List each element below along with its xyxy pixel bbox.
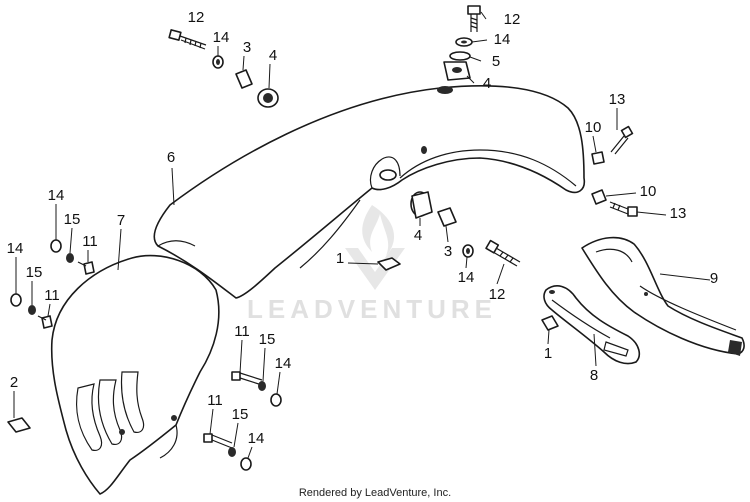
callout-14: 14	[48, 187, 65, 204]
nut-1-right	[541, 315, 559, 331]
callout-3: 3	[243, 39, 251, 56]
grommet-4-center	[410, 191, 433, 219]
spacer-3-top	[235, 69, 253, 89]
washer-14-left-lower	[10, 293, 22, 307]
grommet-4-top	[257, 88, 279, 108]
callout-14: 14	[458, 269, 475, 286]
callout-12: 12	[188, 9, 205, 26]
spacer-5	[449, 51, 471, 61]
nut-2	[7, 417, 31, 433]
bracket-8	[543, 285, 641, 365]
rear-fender	[153, 84, 586, 299]
bolt-13-lower	[609, 201, 638, 217]
washer-15-center-lower	[228, 447, 236, 457]
callout-4: 4	[269, 47, 277, 64]
callout-15: 15	[232, 406, 249, 423]
bolt-12-top-left	[168, 29, 207, 50]
nut-10-lower	[591, 189, 607, 205]
bolt-11-left-upper	[77, 261, 95, 275]
washer-15-left-upper	[66, 253, 74, 263]
callout-5: 5	[492, 53, 500, 70]
callout-12: 12	[489, 286, 506, 303]
callout-4: 4	[483, 75, 491, 92]
nut-14-center	[462, 244, 474, 258]
callout-1: 1	[544, 345, 552, 362]
callout-13: 13	[670, 205, 687, 222]
washer-14-center-lower	[240, 457, 252, 471]
callout-2: 2	[10, 374, 18, 391]
bolt-12-top-right	[467, 5, 481, 32]
callout-15: 15	[64, 211, 81, 228]
callout-14: 14	[248, 430, 265, 447]
washer-15-left-lower	[28, 305, 36, 315]
callout-10: 10	[640, 183, 657, 200]
bolt-11-center-upper	[231, 371, 263, 386]
callout-14: 14	[213, 29, 230, 46]
callout-3: 3	[444, 243, 452, 260]
washer-14-left-upper	[50, 239, 62, 253]
leader-lines	[13, 11, 711, 459]
callout-11: 11	[82, 233, 98, 250]
callout-14: 14	[275, 355, 292, 372]
nut-1-center	[377, 257, 401, 271]
callout-1: 1	[336, 250, 344, 267]
callout-15: 15	[259, 331, 276, 348]
washer-14-top-right	[455, 37, 473, 47]
callout-11: 11	[234, 323, 250, 340]
callout-11: 11	[44, 287, 60, 304]
credit-text: Rendered by LeadVenture, Inc.	[299, 487, 451, 499]
callout-15: 15	[26, 264, 43, 281]
spacer-3-center	[437, 207, 457, 227]
callout-13: 13	[609, 91, 626, 108]
callout-7: 7	[117, 212, 125, 229]
callout-14: 14	[7, 240, 24, 257]
grommet-4-top-right	[443, 61, 471, 81]
bolt-13-upper	[610, 125, 634, 155]
bracket-9	[581, 236, 745, 356]
washer-15-center-upper	[258, 381, 266, 391]
bolt-12-right	[485, 239, 521, 267]
washer-14-center-upper	[270, 393, 282, 407]
callout-10: 10	[585, 119, 602, 136]
nut-10-upper	[591, 151, 605, 165]
watermark-logo	[345, 205, 405, 290]
bolt-11-center-lower	[203, 433, 233, 449]
callout-8: 8	[590, 367, 598, 384]
watermark-text: LEADVENTURE	[247, 294, 497, 324]
callout-4: 4	[414, 227, 422, 244]
splash-guard	[50, 254, 220, 495]
bolt-11-left-lower	[37, 315, 53, 329]
callout-14: 14	[494, 31, 511, 48]
callout-6: 6	[167, 149, 175, 166]
callout-11: 11	[207, 392, 223, 409]
washer-14-top-left	[212, 55, 224, 69]
callout-12: 12	[504, 11, 521, 28]
callout-9: 9	[710, 270, 718, 287]
